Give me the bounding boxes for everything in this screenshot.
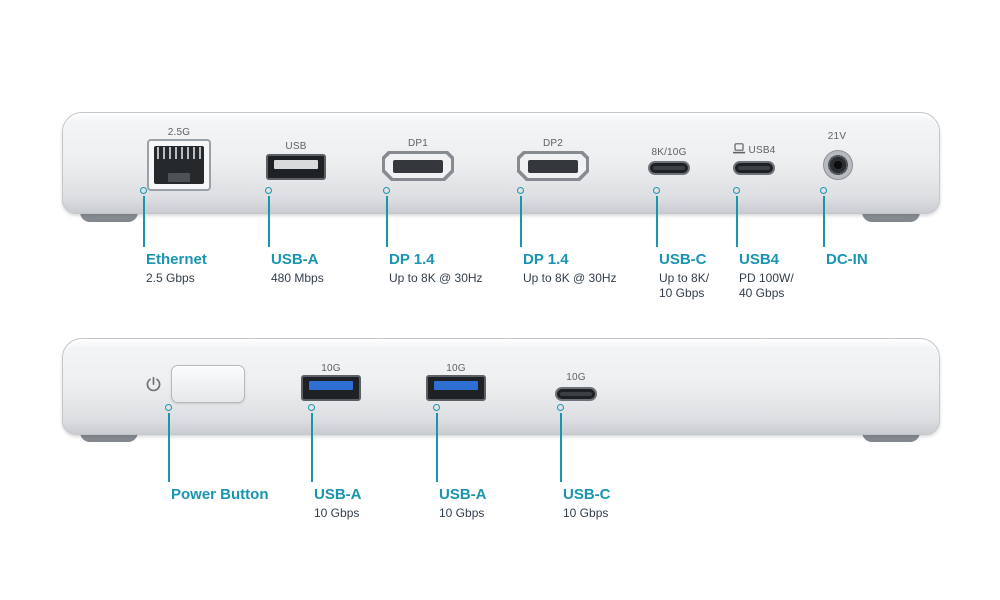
callout-dot xyxy=(516,187,524,194)
device-rear-view: 2.5G USB DP1 DP2 8K/10G USB4 21V xyxy=(62,112,940,214)
dp-slot xyxy=(528,160,578,173)
callout-title: USB4 xyxy=(739,251,780,268)
callout-line xyxy=(436,413,438,482)
power-icon xyxy=(145,376,162,398)
callout-subtitle: PD 100W/ xyxy=(739,271,794,285)
callout-dot xyxy=(819,187,827,194)
callout-dot xyxy=(732,187,740,194)
callout-dot xyxy=(382,187,390,194)
callout-dot xyxy=(264,187,272,194)
callout-line xyxy=(143,196,145,247)
usb-a-tongue xyxy=(309,381,353,390)
callout-title: Ethernet xyxy=(146,251,207,268)
displayport-1 xyxy=(382,151,454,181)
callout-subtitle: 480 Mbps xyxy=(271,271,324,285)
usb-a-port-front-1 xyxy=(301,375,361,401)
usb-c-front-port-label: 10G xyxy=(566,372,586,383)
usb4-port xyxy=(733,161,775,175)
callout-title: DP 1.4 xyxy=(389,251,435,268)
laptop-icon xyxy=(733,143,746,157)
callout-title: USB-C xyxy=(563,486,611,503)
callout-title: Power Button xyxy=(171,486,269,503)
dp2-port-label: DP2 xyxy=(542,138,564,149)
usb-a-port-front-2 xyxy=(426,375,486,401)
callout-line xyxy=(520,196,522,247)
usb-a-port-rear xyxy=(266,154,326,180)
callout-title: USB-C xyxy=(659,251,707,268)
callout-subtitle: Up to 8K @ 30Hz xyxy=(389,271,483,285)
callout-dot xyxy=(307,404,315,411)
ethernet-clip-slot xyxy=(168,173,190,182)
callout-subtitle: Up to 8K @ 30Hz xyxy=(523,271,617,285)
callout-title: DC-IN xyxy=(826,251,868,268)
callout-subtitle: 10 Gbps xyxy=(314,506,360,520)
callout-line xyxy=(168,413,170,482)
usb-c-slot xyxy=(560,392,592,396)
callout-dot xyxy=(556,404,564,411)
callout-line xyxy=(386,196,388,247)
callout-title: USB-A xyxy=(439,486,487,503)
usb-c-slot xyxy=(653,166,685,170)
callout-dot xyxy=(432,404,440,411)
device-front-view: 10G 10G 10G xyxy=(62,338,940,435)
usb-a-port-label: USB xyxy=(285,141,307,152)
usb-c-port-rear xyxy=(648,161,690,175)
callout-line xyxy=(736,196,738,247)
callout-dot xyxy=(652,187,660,194)
usb-c-slot xyxy=(738,166,770,170)
callout-subtitle: 10 Gbps xyxy=(563,506,609,520)
displayport-2 xyxy=(517,151,589,181)
ethernet-pins xyxy=(157,147,201,159)
dp-slot xyxy=(393,160,443,173)
dp1-port-label: DP1 xyxy=(407,138,429,149)
usb4-port-label: USB4 xyxy=(733,143,776,157)
usb-a2-port-label: 10G xyxy=(446,363,466,374)
callout-subtitle: 10 Gbps xyxy=(439,506,485,520)
callout-subtitle: 2.5 Gbps xyxy=(146,271,195,285)
usb-c-port-label: 8K/10G xyxy=(651,147,687,158)
callout-line xyxy=(268,196,270,247)
callout-subtitle: Up to 8K/ xyxy=(659,271,710,285)
power-button xyxy=(171,365,245,403)
callout-title: USB-A xyxy=(314,486,362,503)
usb-c-port-front xyxy=(555,387,597,401)
callout-title: DP 1.4 xyxy=(523,251,569,268)
ethernet-port xyxy=(147,139,211,191)
usb-a-tongue xyxy=(274,160,318,169)
usb-a1-port-label: 10G xyxy=(321,363,341,374)
usb-a-tongue xyxy=(434,381,478,390)
callout-subtitle: 40 Gbps xyxy=(739,286,785,300)
ethernet-port-label: 2.5G xyxy=(167,127,191,138)
dc-in-port-label: 21V xyxy=(827,131,847,142)
callout-dot xyxy=(139,187,147,194)
dc-in-jack xyxy=(823,150,853,180)
callout-title: USB-A xyxy=(271,251,319,268)
callout-subtitle: 10 Gbps xyxy=(659,286,705,300)
callout-dot xyxy=(164,404,172,411)
callout-line xyxy=(656,196,658,247)
callout-line xyxy=(311,413,313,482)
callout-line xyxy=(560,413,562,482)
callout-line xyxy=(823,196,825,247)
